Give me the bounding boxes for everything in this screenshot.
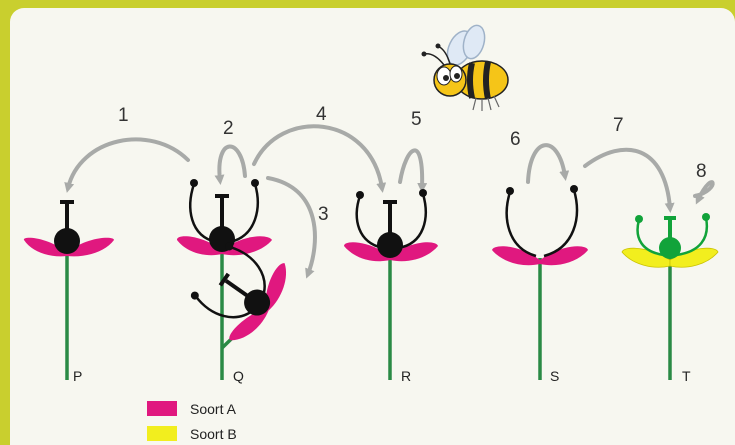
legend-swatch-soort-a <box>147 401 177 416</box>
arrow-2 <box>219 146 245 180</box>
flower-p <box>24 202 114 380</box>
flower-label-t: T <box>682 368 691 384</box>
legend: Soort A Soort B <box>147 401 237 442</box>
arrow-number-4: 4 <box>316 104 327 125</box>
pollination-diagram: 1 2 3 4 5 6 7 8 <box>10 8 735 445</box>
bee-icon <box>422 23 509 111</box>
arrow-number-8: 8 <box>696 161 707 182</box>
flower-label-p: P <box>73 368 82 384</box>
legend-label-soort-b: Soort B <box>190 426 237 442</box>
arrow-number-1: 1 <box>118 105 129 126</box>
arrow-number-7: 7 <box>613 115 624 136</box>
flower-s <box>492 185 588 380</box>
arrow-5 <box>400 150 422 188</box>
arrow-8 <box>695 182 713 200</box>
diagram-panel: 1 2 3 4 5 6 7 8 <box>10 8 735 445</box>
arrow-number-2: 2 <box>223 118 234 139</box>
arrow-number-5: 5 <box>411 109 422 130</box>
arrow-number-6: 6 <box>510 129 521 150</box>
flower-label-s: S <box>550 368 559 384</box>
flower-r <box>344 189 438 380</box>
arrow-1 <box>68 139 188 188</box>
arrow-6 <box>528 145 565 182</box>
arrow-3 <box>268 178 315 274</box>
flower-label-r: R <box>401 368 411 384</box>
flower-label-q: Q <box>233 368 244 384</box>
flower-t <box>622 213 718 380</box>
arrow-number-3: 3 <box>318 204 329 225</box>
arrow-7 <box>585 150 670 208</box>
legend-swatch-soort-b <box>147 426 177 441</box>
legend-label-soort-a: Soort A <box>190 401 237 417</box>
